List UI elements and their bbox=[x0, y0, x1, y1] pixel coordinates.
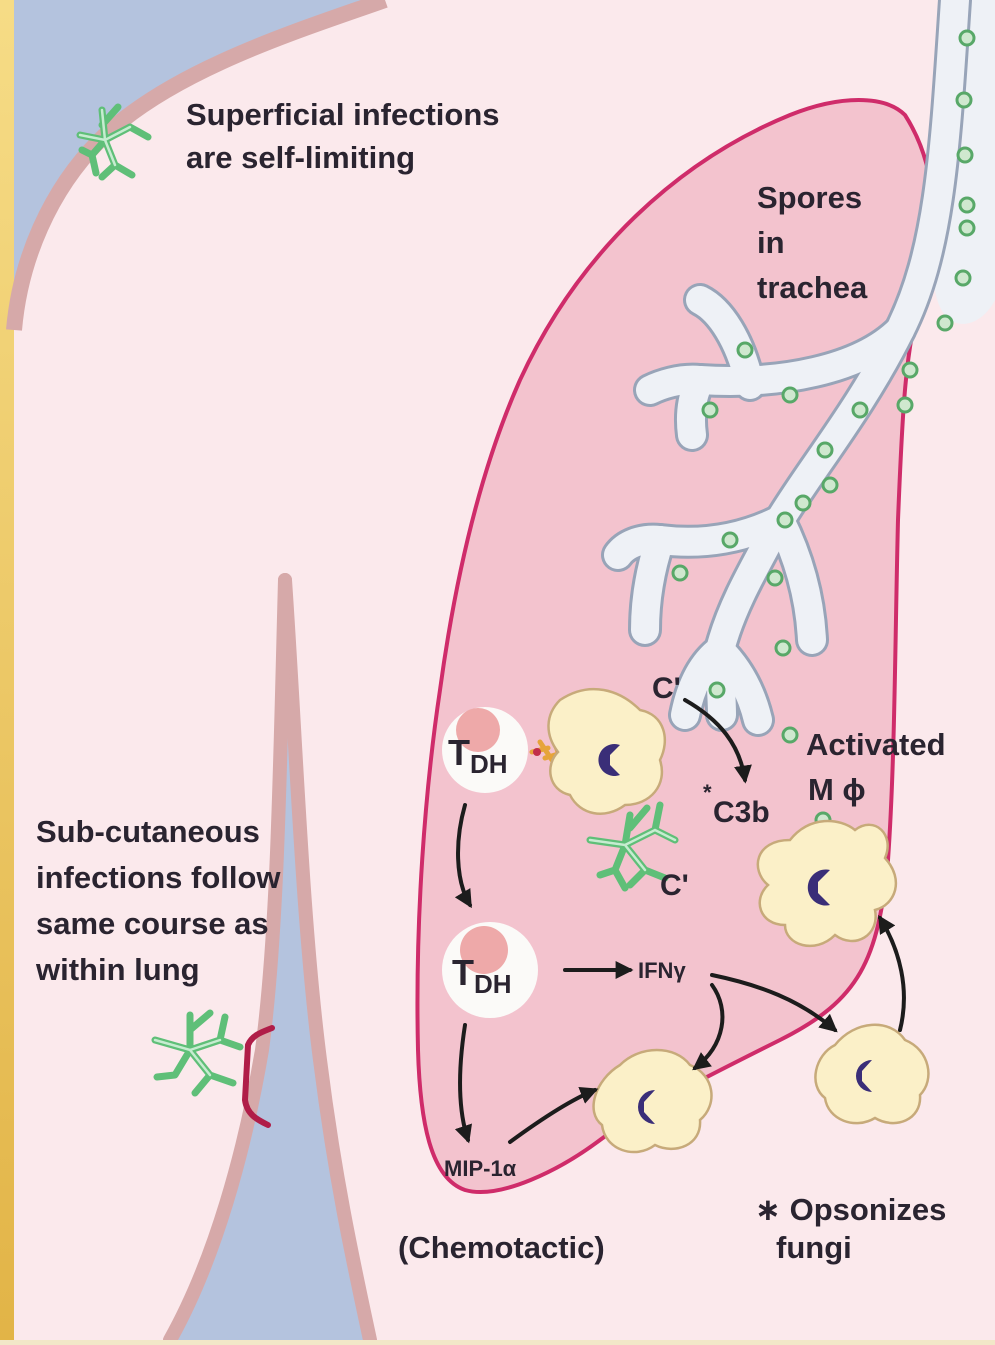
mip-label: MIP-1α bbox=[444, 1156, 517, 1181]
spore-icon bbox=[768, 571, 782, 585]
opsonizes-label-line2: fungi bbox=[776, 1230, 852, 1265]
t-cell-top: TDH bbox=[442, 707, 528, 793]
spore-icon bbox=[898, 398, 912, 412]
spore-icon bbox=[703, 403, 717, 417]
c3b-star: * bbox=[703, 780, 712, 805]
spore-icon bbox=[796, 496, 810, 510]
activated-label-line1: Activated bbox=[806, 727, 946, 762]
ifn-label: IFNγ bbox=[638, 958, 686, 983]
superficial-label-line2: are self-limiting bbox=[186, 140, 415, 175]
spores-label-line2: in bbox=[757, 225, 785, 260]
spore-icon bbox=[938, 316, 952, 330]
spore-icon bbox=[778, 513, 792, 527]
complement-mid-label: C' bbox=[660, 869, 689, 902]
tdh-t-label: T bbox=[452, 952, 474, 993]
superficial-label-line1: Superficial infections bbox=[186, 97, 500, 132]
spore-icon bbox=[738, 343, 752, 357]
subcutaneous-label-line4: within lung bbox=[35, 952, 200, 987]
spore-icon bbox=[958, 148, 972, 162]
spore-icon bbox=[903, 363, 917, 377]
subcutaneous-label-line3: same course as bbox=[36, 906, 269, 941]
complement-top-label: C' bbox=[652, 672, 681, 705]
spore-icon bbox=[776, 641, 790, 655]
spore-icon bbox=[960, 31, 974, 45]
spore-icon bbox=[673, 566, 687, 580]
activated-label-line2: M ϕ bbox=[808, 772, 866, 807]
subcutaneous-label-line1: Sub-cutaneous bbox=[36, 814, 260, 849]
spore-icon bbox=[960, 198, 974, 212]
spore-icon bbox=[783, 388, 797, 402]
spores-label-line1: Spores bbox=[757, 180, 862, 215]
spores-label-line3: trachea bbox=[757, 270, 868, 305]
c3b-label: C3b bbox=[713, 796, 770, 829]
opsonizes-label-line1: ∗ Opsonizes bbox=[755, 1192, 946, 1227]
spore-icon bbox=[823, 478, 837, 492]
spore-icon bbox=[710, 683, 724, 697]
t-cell-bottom: TDH bbox=[442, 922, 538, 1018]
spore-icon bbox=[957, 93, 971, 107]
chemotactic-label: (Chemotactic) bbox=[398, 1230, 605, 1265]
spore-icon bbox=[960, 221, 974, 235]
spore-icon bbox=[956, 271, 970, 285]
spore-icon bbox=[853, 403, 867, 417]
spore-icon bbox=[783, 728, 797, 742]
spore-icon bbox=[818, 443, 832, 457]
tdh-sub-label: DH bbox=[474, 969, 512, 999]
subcutaneous-label-line2: infections follow bbox=[36, 860, 281, 895]
tdh-sub-label: DH bbox=[470, 749, 508, 779]
tdh-t-label: T bbox=[448, 732, 470, 773]
spore-icon bbox=[723, 533, 737, 547]
